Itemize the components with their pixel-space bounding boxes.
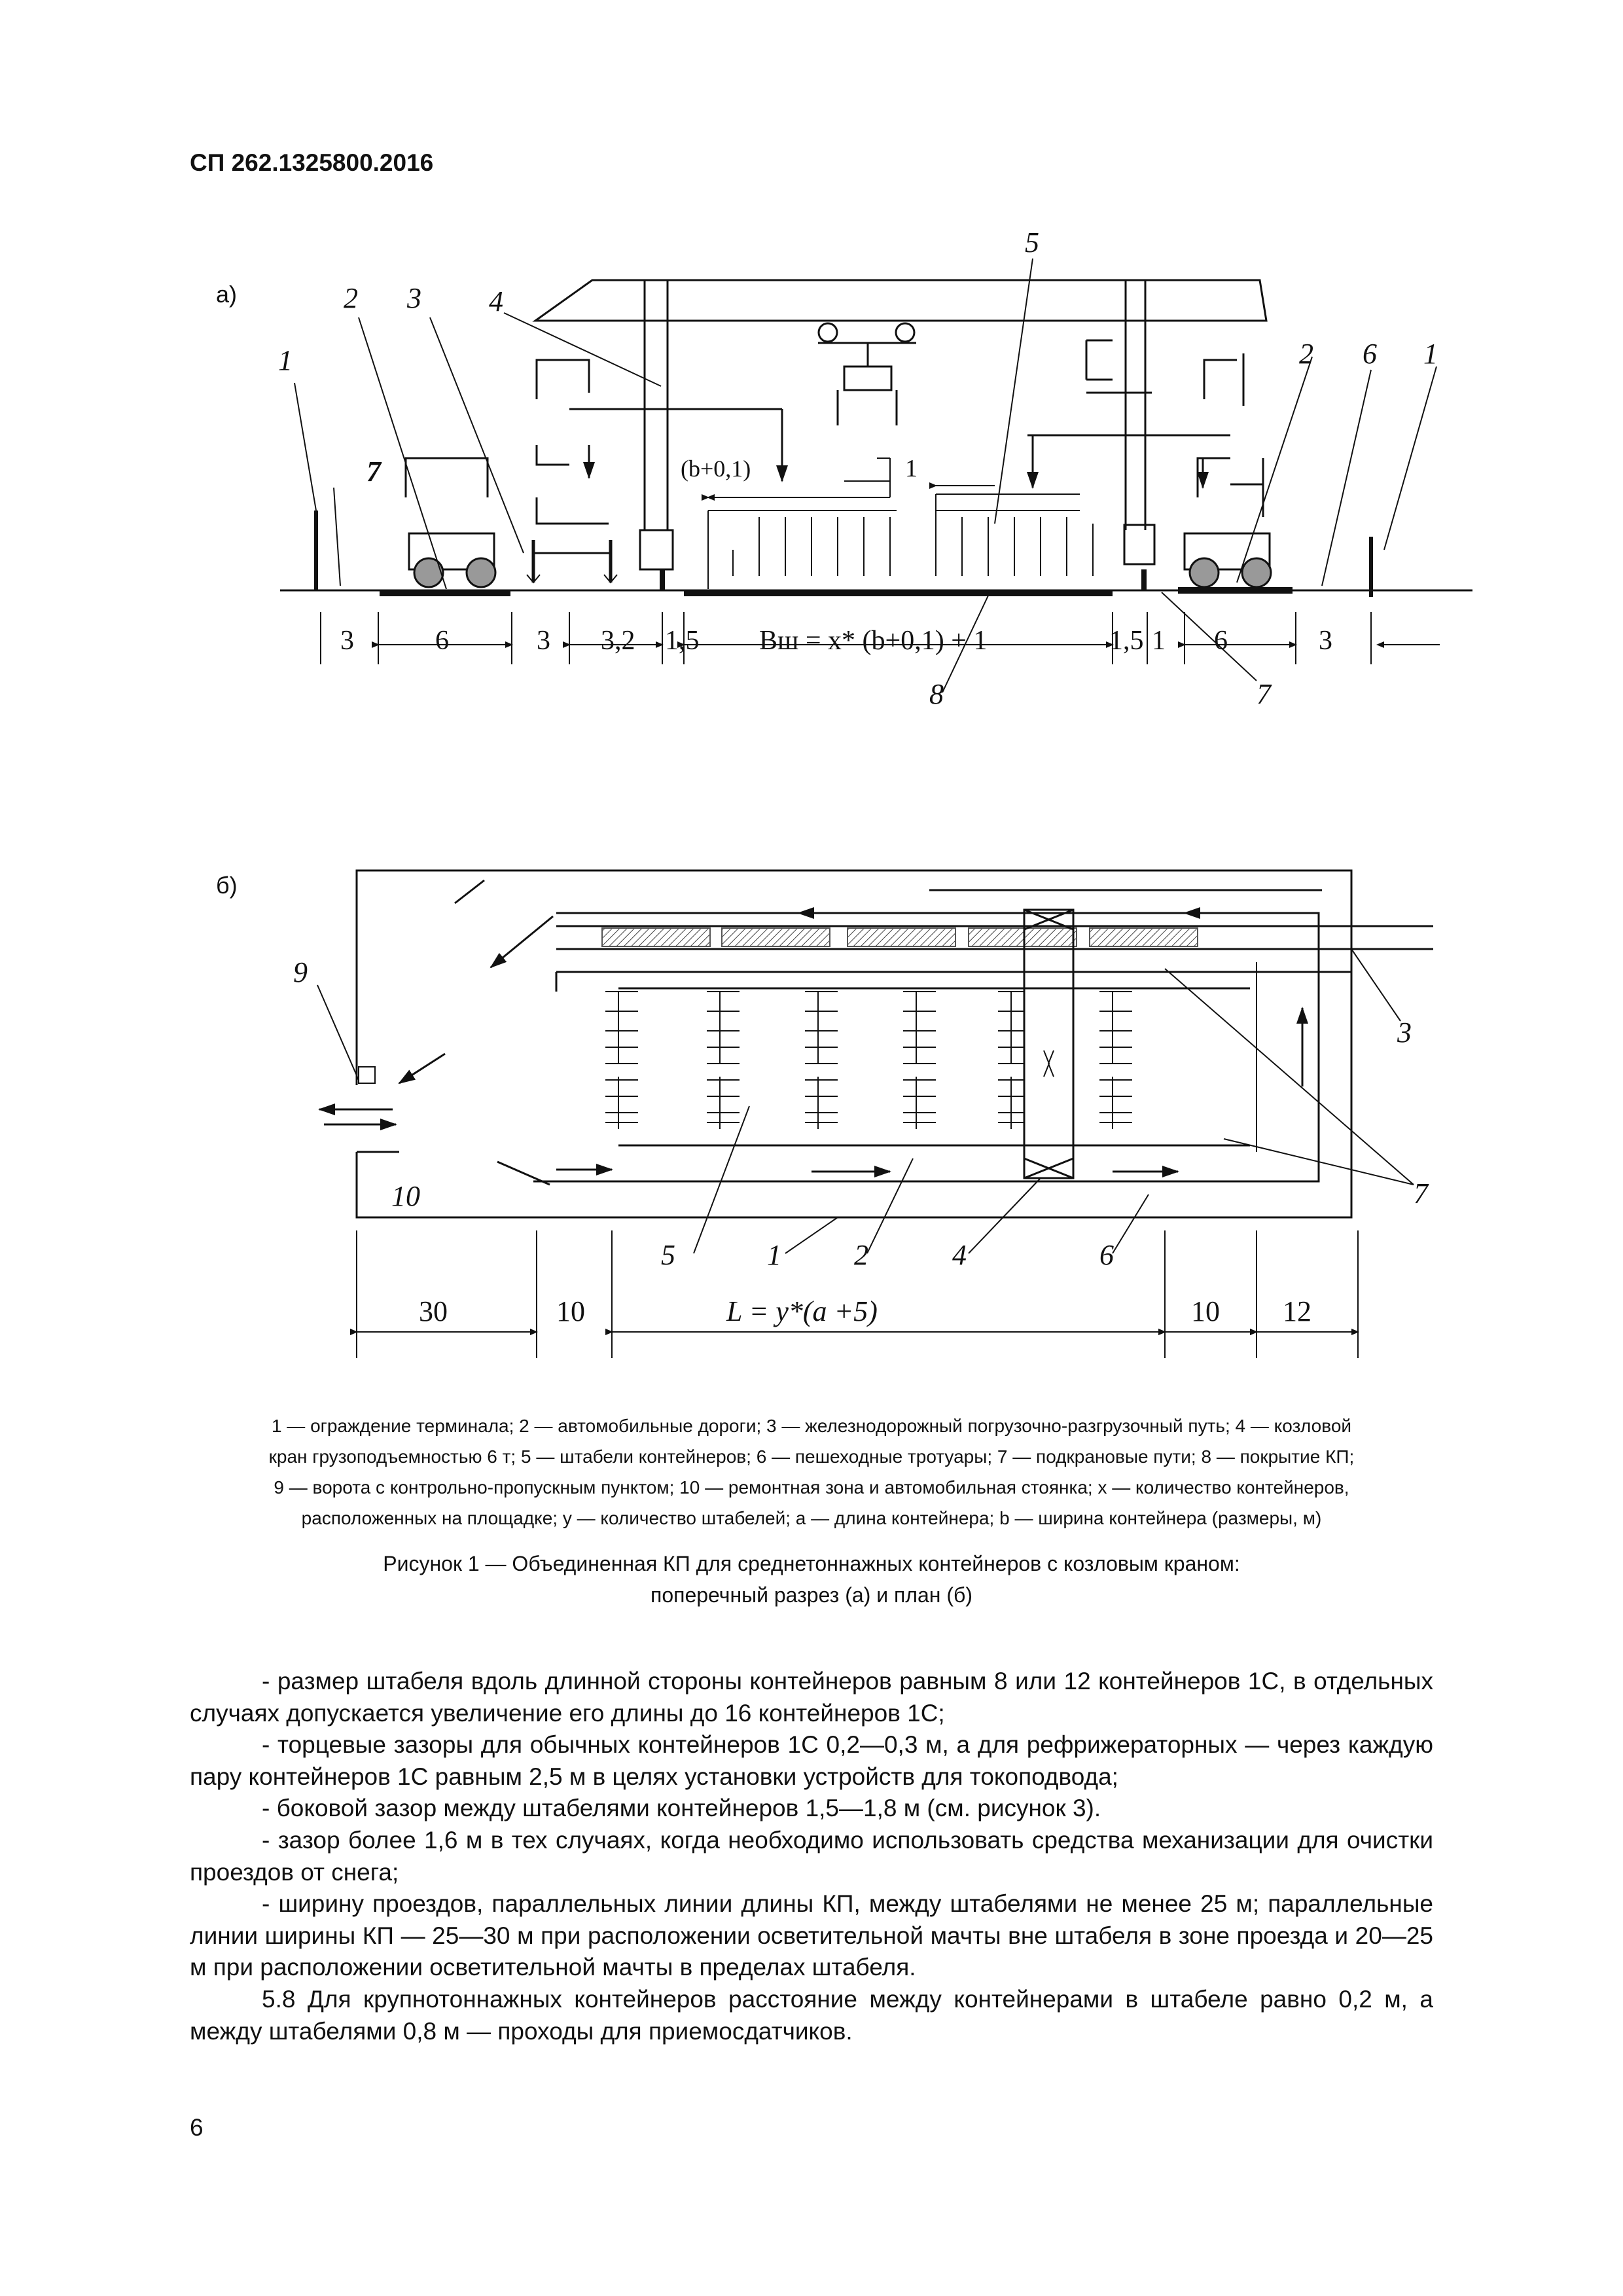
- fig-a-callout-2: 2: [344, 282, 358, 314]
- paragraph: - торцевые зазоры для обычных контейнеро…: [190, 1731, 1433, 1790]
- fig-b-callout-6: 6: [1099, 1239, 1114, 1271]
- fig-b-dim-3: L = y*(a +5): [726, 1295, 878, 1327]
- legend-line: 9 — ворота с контрольно-пропускным пункт…: [274, 1477, 1349, 1498]
- fig-a-callout-7: 7: [366, 456, 382, 488]
- figure-title-line: Рисунок 1 — Объединенная КП для среднето…: [383, 1552, 1240, 1575]
- body-text: - размер штабеля вдоль длинной стороны к…: [190, 1666, 1433, 2047]
- fig-b-callout-5: 5: [661, 1239, 675, 1271]
- page-number: 6: [190, 2114, 204, 2141]
- fig-b-dim-2: 10: [556, 1295, 585, 1327]
- figure-title-line: поперечный разрез (а) и план (б): [650, 1583, 972, 1607]
- fig-a-dim-5: 1,5: [665, 626, 700, 656]
- fig-b-dim-1: 30: [419, 1295, 448, 1327]
- fig-a-gap-label: 1: [905, 455, 918, 482]
- figure-b-label: б): [216, 872, 238, 899]
- fig-a-dim-1: 3: [340, 626, 354, 656]
- paragraph: - ширину проездов, параллельных линии дл…: [190, 1890, 1433, 1981]
- fig-a-dim-2: 6: [435, 626, 449, 656]
- legend-line: кран грузоподъемностью 6 т; 5 — штабели …: [268, 1446, 1355, 1467]
- paragraph: 5.8 Для крупнотоннажных контейнеров расс…: [190, 1985, 1433, 2045]
- fig-a-callout-1b: 1: [1423, 338, 1438, 370]
- legend-line: расположенных на площадке; y — количеств…: [301, 1508, 1322, 1528]
- fig-a-callout-5: 5: [1025, 226, 1039, 259]
- fig-a-dim-6: Вш = x* (b+0,1) + 1: [759, 626, 987, 656]
- fig-b-callout-2: 2: [854, 1239, 868, 1271]
- fig-a-dim-8: 1: [1152, 626, 1166, 656]
- fig-b-callout-3: 3: [1397, 1016, 1412, 1049]
- figure-b: б): [216, 869, 1433, 1358]
- fig-b-callout-4: 4: [952, 1239, 967, 1271]
- fig-a-callout-8: 8: [929, 678, 944, 710]
- fig-b-dim-5: 12: [1283, 1295, 1311, 1327]
- document-code: СП 262.1325800.2016: [190, 149, 434, 176]
- fig-a-callout-1: 1: [278, 344, 293, 376]
- paragraph: - боковой зазор между штабелями контейне…: [262, 1795, 1101, 1822]
- fig-a-dim-10: 3: [1319, 626, 1332, 656]
- fig-b-callout-7: 7: [1414, 1177, 1429, 1210]
- figure-legend: 1 — ограждение терминала; 2 — автомобиль…: [196, 1410, 1427, 1534]
- fig-a-spacing-label: (b+0,1): [681, 456, 751, 482]
- fig-a-dim-9: 6: [1214, 626, 1228, 656]
- fig-a-dim-7: 1,5: [1109, 626, 1144, 656]
- fig-a-callout-6: 6: [1363, 338, 1377, 370]
- fig-b-callout-10: 10: [391, 1180, 420, 1212]
- paragraph: - зазор более 1,6 м в тех случаях, когда…: [190, 1826, 1433, 1886]
- fig-a-callout-2b: 2: [1299, 338, 1313, 370]
- figure-1-drawing: а): [216, 226, 1472, 1358]
- fig-a-callout-7b: 7: [1257, 678, 1272, 710]
- fig-a-dim-3: 3: [537, 626, 550, 656]
- paragraph: - размер штабеля вдоль длинной стороны к…: [190, 1668, 1433, 1727]
- figure-title: Рисунок 1 — Объединенная КП для среднето…: [196, 1548, 1427, 1611]
- fig-a-dim-4: 3,2: [601, 626, 635, 656]
- fig-b-dim-4: 10: [1191, 1295, 1220, 1327]
- figure-a: а): [216, 226, 1472, 710]
- fig-a-callout-4: 4: [489, 285, 503, 317]
- fig-a-callout-3: 3: [406, 282, 421, 314]
- legend-line: 1 — ограждение терминала; 2 — автомобиль…: [271, 1416, 1352, 1436]
- figure-a-label: а): [216, 281, 237, 308]
- fig-b-callout-9: 9: [293, 956, 308, 988]
- fig-b-callout-1: 1: [767, 1239, 781, 1271]
